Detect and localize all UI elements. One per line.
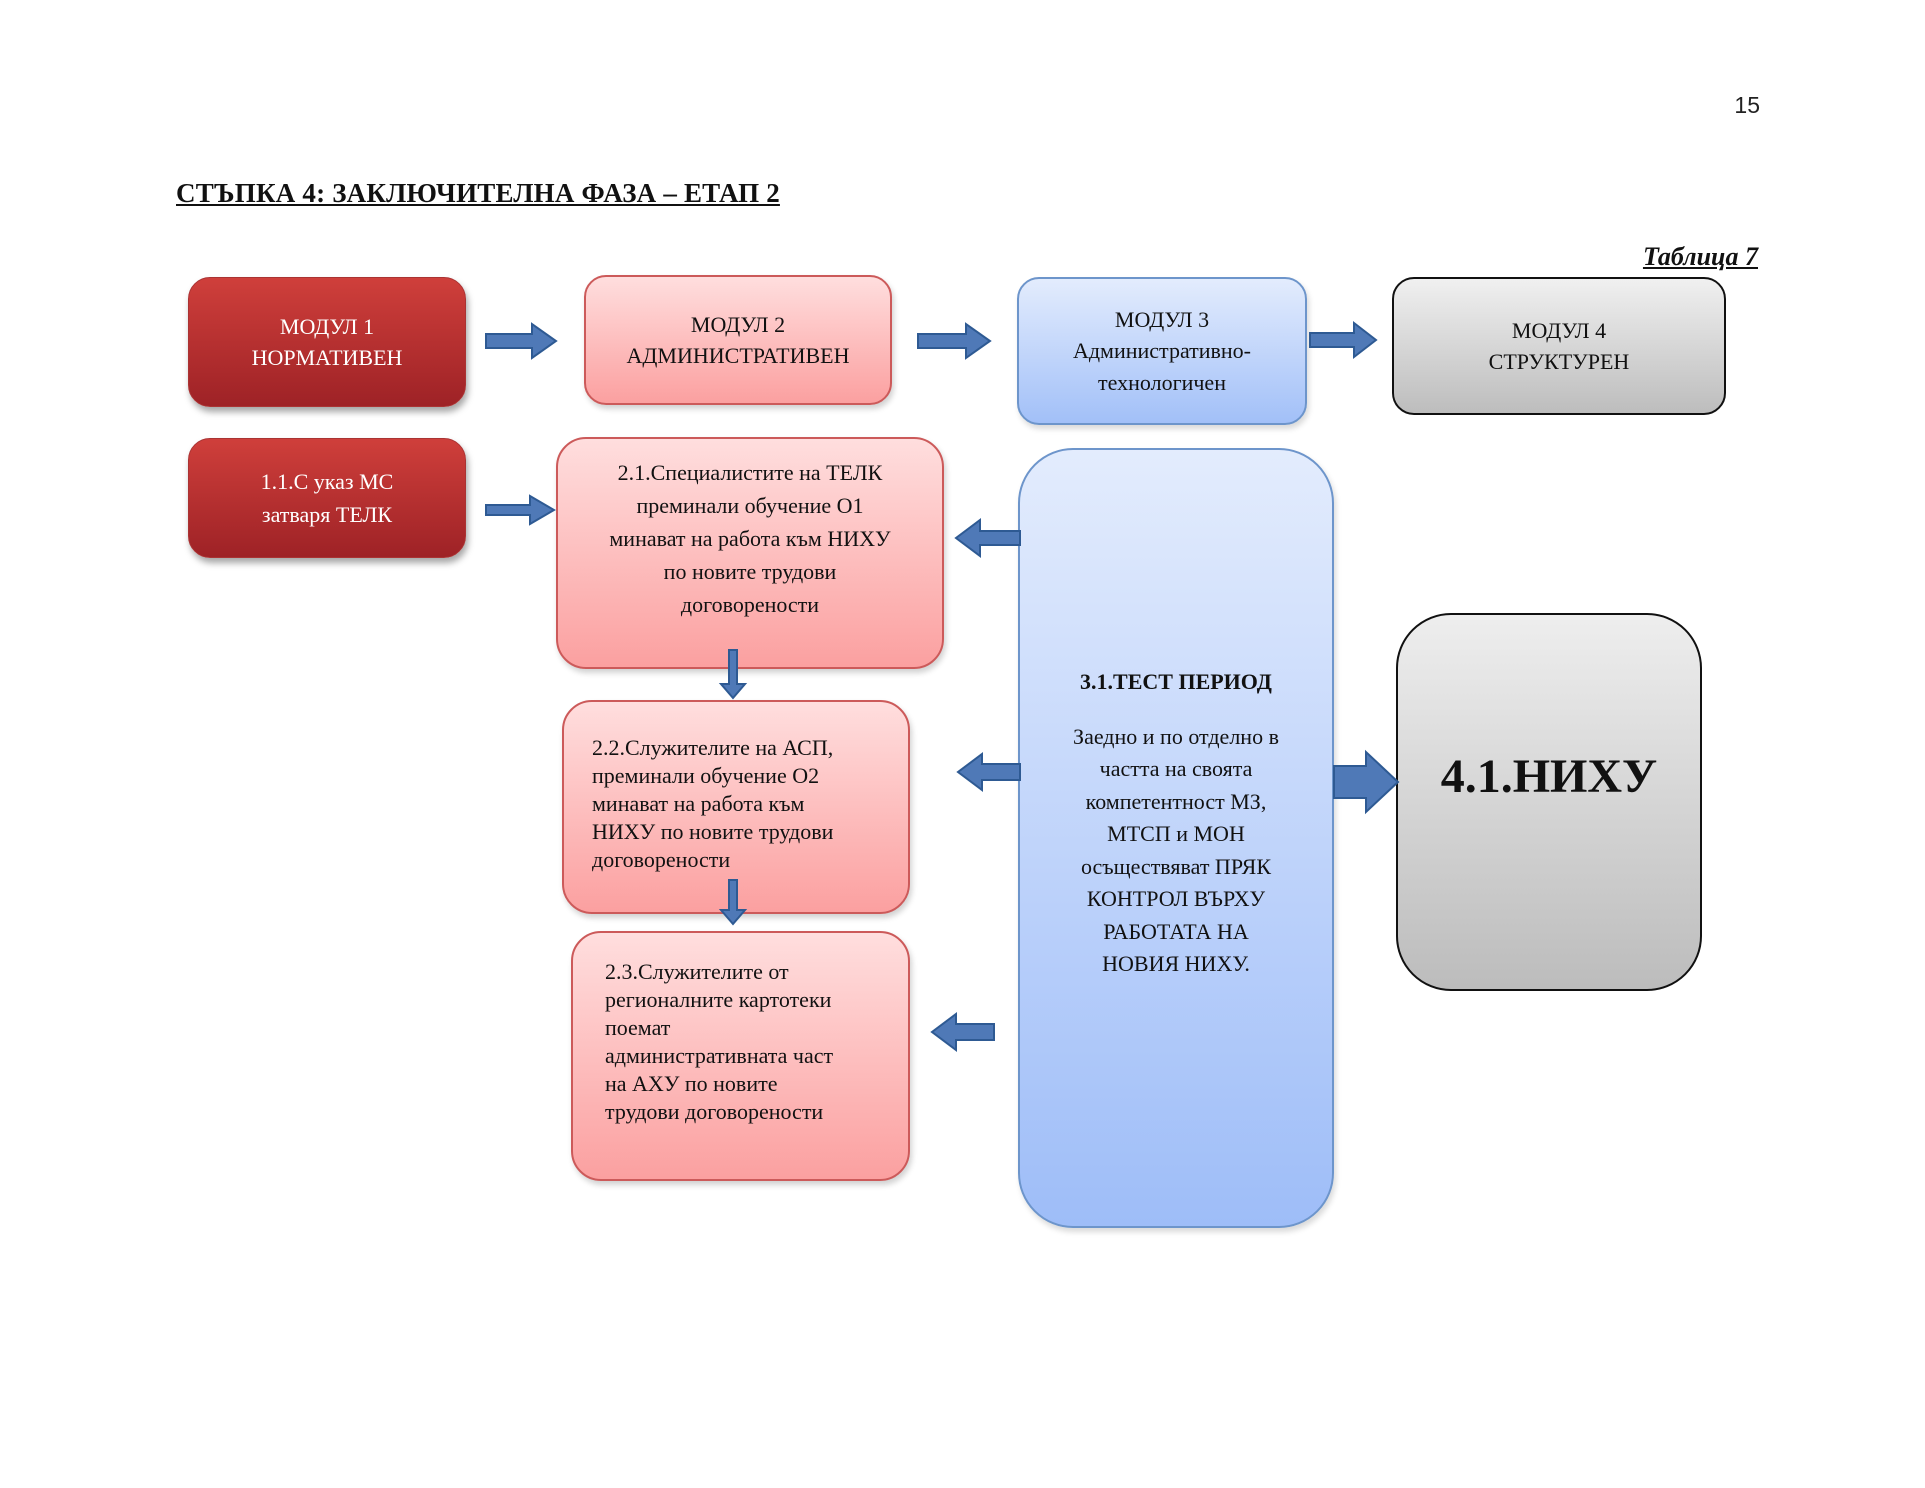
step-3-1-line: осъществяват ПРЯК [1080, 853, 1272, 879]
step-2-1-box: 2.1.Специалистите на ТЕЛК преминали обуч… [556, 437, 944, 669]
step-1-1-line: затваря ТЕЛК [261, 502, 393, 527]
module-3-title: МОДУЛ 3 [1114, 307, 1210, 333]
step-3-1-box: 3.1.ТЕСТ ПЕРИОД Заедно и по отделно в ча… [1018, 448, 1334, 1228]
step-2-2-line: преминали обучение О2 [592, 762, 820, 788]
arrow-left-icon [930, 1012, 995, 1052]
module-1-title: МОДУЛ 1 [279, 313, 375, 339]
step-2-3-line: на АХУ по новите [605, 1071, 778, 1097]
module-1-box: МОДУЛ 1 НОРМАТИВЕН [188, 277, 466, 407]
step-1-1-box: 1.1.С указ МС затваря ТЕЛК [188, 438, 466, 558]
table-label: Таблица 7 [1642, 242, 1758, 271]
step-2-1-line: 2.1.Специалистите на ТЕЛК [617, 459, 883, 485]
module-2-box: МОДУЛ 2 АДМИНИСТРАТИВЕН [584, 275, 892, 405]
module-3-box: МОДУЛ 3 Административно- технологичен [1017, 277, 1307, 425]
step-2-1-line: по новите трудови [663, 558, 837, 584]
page-heading: СТЪПКА 4: ЗАКЛЮЧИТЕЛНА ФАЗА – ЕТАП 2 [176, 178, 780, 208]
step-3-1-line: РАБОТАТА НА [1103, 918, 1249, 944]
step-3-1-title: 3.1.ТЕСТ ПЕРИОД [1080, 669, 1272, 694]
step-2-2-box: 2.2.Служителите на АСП, преминали обучен… [562, 700, 910, 914]
step-4-1-title: 4.1.НИХУ [1440, 749, 1658, 803]
step-2-3-line: регионалните картотеки [605, 986, 832, 1012]
module-4-subtitle: СТРУКТУРЕН [1488, 349, 1630, 374]
step-4-1-box: 4.1.НИХУ [1396, 613, 1702, 991]
module-4-box: МОДУЛ 4 СТРУКТУРЕН [1392, 277, 1726, 415]
step-2-3-line: трудови договорености [605, 1099, 824, 1125]
arrow-right-icon [1309, 320, 1378, 360]
module-1-subtitle: НОРМАТИВЕН [251, 345, 403, 370]
step-3-1-line: НОВИЯ НИХУ. [1102, 951, 1250, 977]
step-2-3-line: административната част [605, 1043, 834, 1068]
step-3-1-line: Заедно и по отделно в [1073, 723, 1279, 749]
step-3-1-line: КОНТРОЛ ВЪРХУ [1086, 886, 1266, 912]
arrow-right-icon [1333, 749, 1400, 815]
arrow-right-icon [485, 494, 556, 526]
step-3-1-line: МТСП и МОН [1107, 821, 1245, 847]
step-2-3-box: 2.3.Служителите от регионалните картотек… [571, 931, 910, 1181]
module-2-subtitle: АДМИНИСТРАТИВЕН [626, 343, 850, 368]
module-2-title: МОДУЛ 2 [690, 311, 786, 337]
step-2-3-line: 2.3.Служителите от [605, 958, 789, 984]
arrow-left-icon [954, 518, 1021, 558]
step-2-1-line: минават на работа към НИХУ [609, 525, 891, 551]
module-4-title: МОДУЛ 4 [1511, 317, 1607, 343]
arrow-right-icon [485, 322, 558, 360]
step-2-2-line: договорености [592, 847, 731, 873]
step-2-1-line: преминали обучение О1 [636, 492, 864, 518]
arrow-right-icon [917, 322, 992, 360]
module-3-subtitle-2: технологичен [1098, 369, 1226, 395]
step-3-1-line: частта на своята [1099, 756, 1253, 782]
page-number: 15 [1734, 92, 1760, 118]
step-3-1-line: компетентност МЗ, [1085, 788, 1267, 814]
step-2-2-line: 2.2.Служителите на АСП, [592, 734, 834, 760]
step-2-2-line: минават на работа към [592, 790, 805, 816]
step-2-2-line: НИХУ по новите трудови [592, 819, 834, 845]
step-1-1-line: 1.1.С указ МС [260, 469, 394, 494]
module-3-subtitle: Административно- [1072, 338, 1252, 364]
step-2-1-line: договорености [680, 591, 820, 617]
step-2-3-line: поемат [605, 1014, 671, 1040]
arrow-left-icon [956, 752, 1021, 792]
